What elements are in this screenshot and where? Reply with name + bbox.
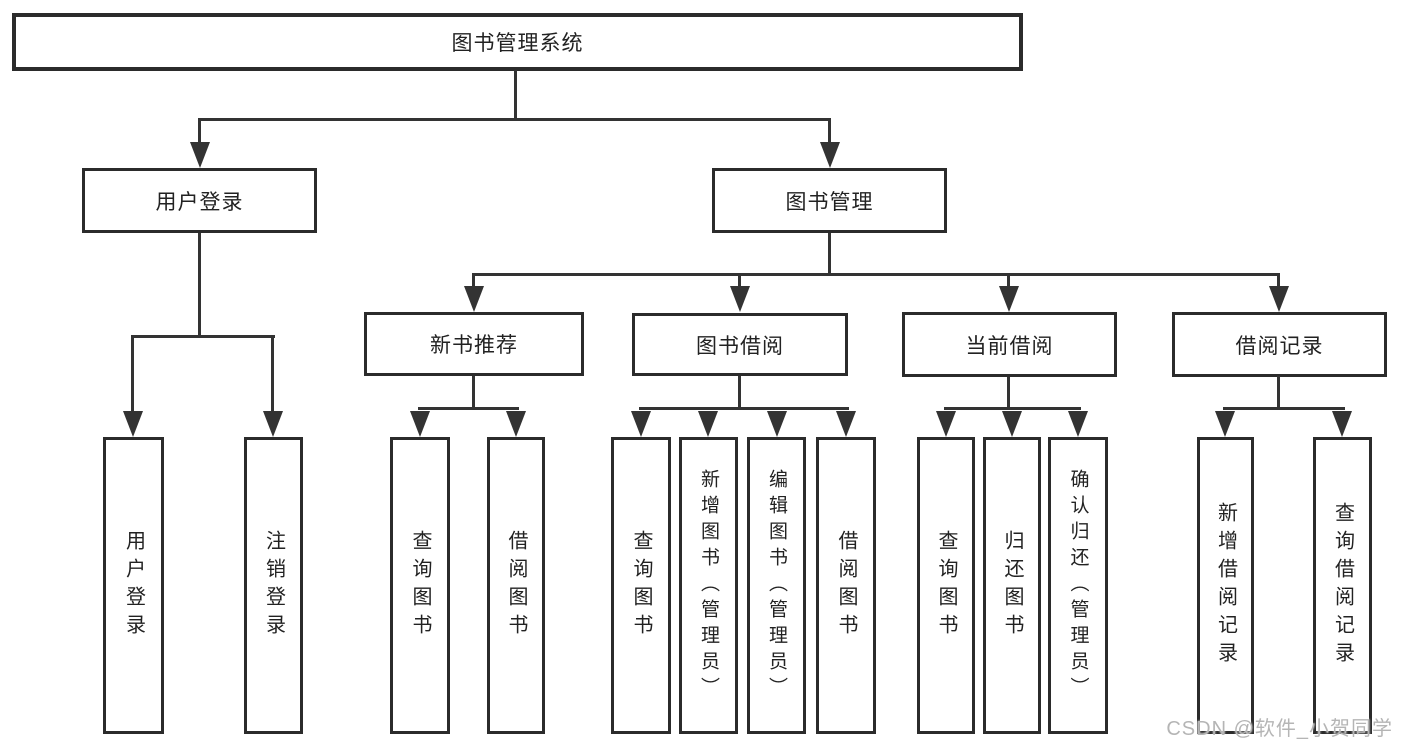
connector-hline	[418, 407, 519, 410]
connector-vline	[1277, 276, 1280, 286]
leaf-add-borrow-record: 新增借阅记录	[1197, 437, 1254, 734]
arrowhead-icon	[1068, 411, 1088, 437]
connector-vline	[1007, 377, 1010, 407]
connector-vline	[131, 338, 134, 411]
connector-vline	[472, 276, 475, 286]
arrowhead-icon	[836, 411, 856, 437]
arrowhead-icon	[1002, 411, 1022, 437]
connector-vline	[738, 376, 741, 407]
arrowhead-icon	[730, 286, 750, 312]
leaf-label: 编辑图书（管理员）	[766, 468, 787, 703]
leaf-logout: 注销登录	[244, 437, 303, 734]
leaf-return-book: 归还图书	[983, 437, 1041, 734]
arrowhead-icon	[767, 411, 787, 437]
arrowhead-icon	[263, 411, 283, 437]
leaf-borrow-books: 借阅图书	[487, 437, 545, 734]
connector-vline	[1007, 276, 1010, 286]
arrowhead-icon	[1332, 411, 1352, 437]
connector-vline	[1277, 376, 1280, 407]
leaf-query-books: 查询图书	[917, 437, 975, 734]
connector-vline	[472, 376, 475, 407]
leaf-label: 确认归还（管理员）	[1067, 468, 1089, 703]
connector-hline	[198, 118, 831, 121]
connector-vline	[271, 338, 274, 411]
arrowhead-icon	[936, 411, 956, 437]
node-borrowing-records: 借阅记录	[1172, 312, 1387, 377]
connector-vline	[828, 121, 831, 142]
connector-hline	[131, 335, 275, 338]
leaf-label: 新增图书（管理员）	[698, 468, 719, 703]
leaf-label: 查询借阅记录	[1331, 501, 1354, 670]
leaf-query-borrow-record: 查询借阅记录	[1313, 437, 1372, 734]
node-new-book-recommend: 新书推荐	[364, 312, 584, 376]
node-current-borrowing: 当前借阅	[902, 312, 1117, 377]
connector-hline	[1223, 407, 1345, 410]
leaf-query-books: 查询图书	[390, 437, 450, 734]
arrowhead-icon	[820, 142, 840, 168]
arrowhead-icon	[464, 286, 484, 312]
node-user-login: 用户登录	[82, 168, 317, 233]
arrowhead-icon	[1269, 286, 1289, 312]
connector-vline	[738, 276, 741, 286]
csdn-watermark: CSDN @软件_小贺同学	[1166, 718, 1393, 740]
leaf-user-login: 用户登录	[103, 437, 164, 734]
arrowhead-icon	[999, 286, 1019, 312]
arrowhead-icon	[123, 411, 143, 437]
connector-vline	[828, 233, 831, 273]
connector-vline	[514, 70, 517, 118]
leaf-label: 新增借阅记录	[1214, 501, 1237, 670]
arrowhead-icon	[410, 411, 430, 437]
leaf-label: 查询图书	[630, 529, 652, 642]
arrowhead-icon	[1215, 411, 1235, 437]
arrowhead-icon	[631, 411, 651, 437]
leaf-query-books: 查询图书	[611, 437, 671, 734]
leaf-label: 借阅图书	[835, 529, 857, 642]
connector-vline	[198, 121, 201, 142]
leaf-edit-book-admin: 编辑图书（管理员）	[747, 437, 806, 734]
leaf-add-book-admin: 新增图书（管理员）	[679, 437, 738, 734]
leaf-label: 借阅图书	[505, 529, 527, 642]
leaf-label: 用户登录	[122, 529, 145, 642]
node-book-management: 图书管理	[712, 168, 947, 233]
leaf-label: 注销登录	[262, 529, 285, 642]
node-book-borrowing: 图书借阅	[632, 313, 848, 376]
leaf-borrow-books: 借阅图书	[816, 437, 876, 734]
connector-hline	[639, 407, 849, 410]
leaf-label: 查询图书	[935, 529, 957, 642]
leaf-label: 查询图书	[409, 529, 431, 642]
connector-hline	[472, 273, 1280, 276]
leaf-confirm-return-admin: 确认归还（管理员）	[1048, 437, 1108, 734]
connector-hline	[944, 407, 1081, 410]
arrowhead-icon	[506, 411, 526, 437]
arrowhead-icon	[698, 411, 718, 437]
arrowhead-icon	[190, 142, 210, 168]
node-library-management-system: 图书管理系统	[12, 13, 1023, 71]
leaf-label: 归还图书	[1001, 529, 1023, 642]
connector-vline	[198, 233, 201, 335]
